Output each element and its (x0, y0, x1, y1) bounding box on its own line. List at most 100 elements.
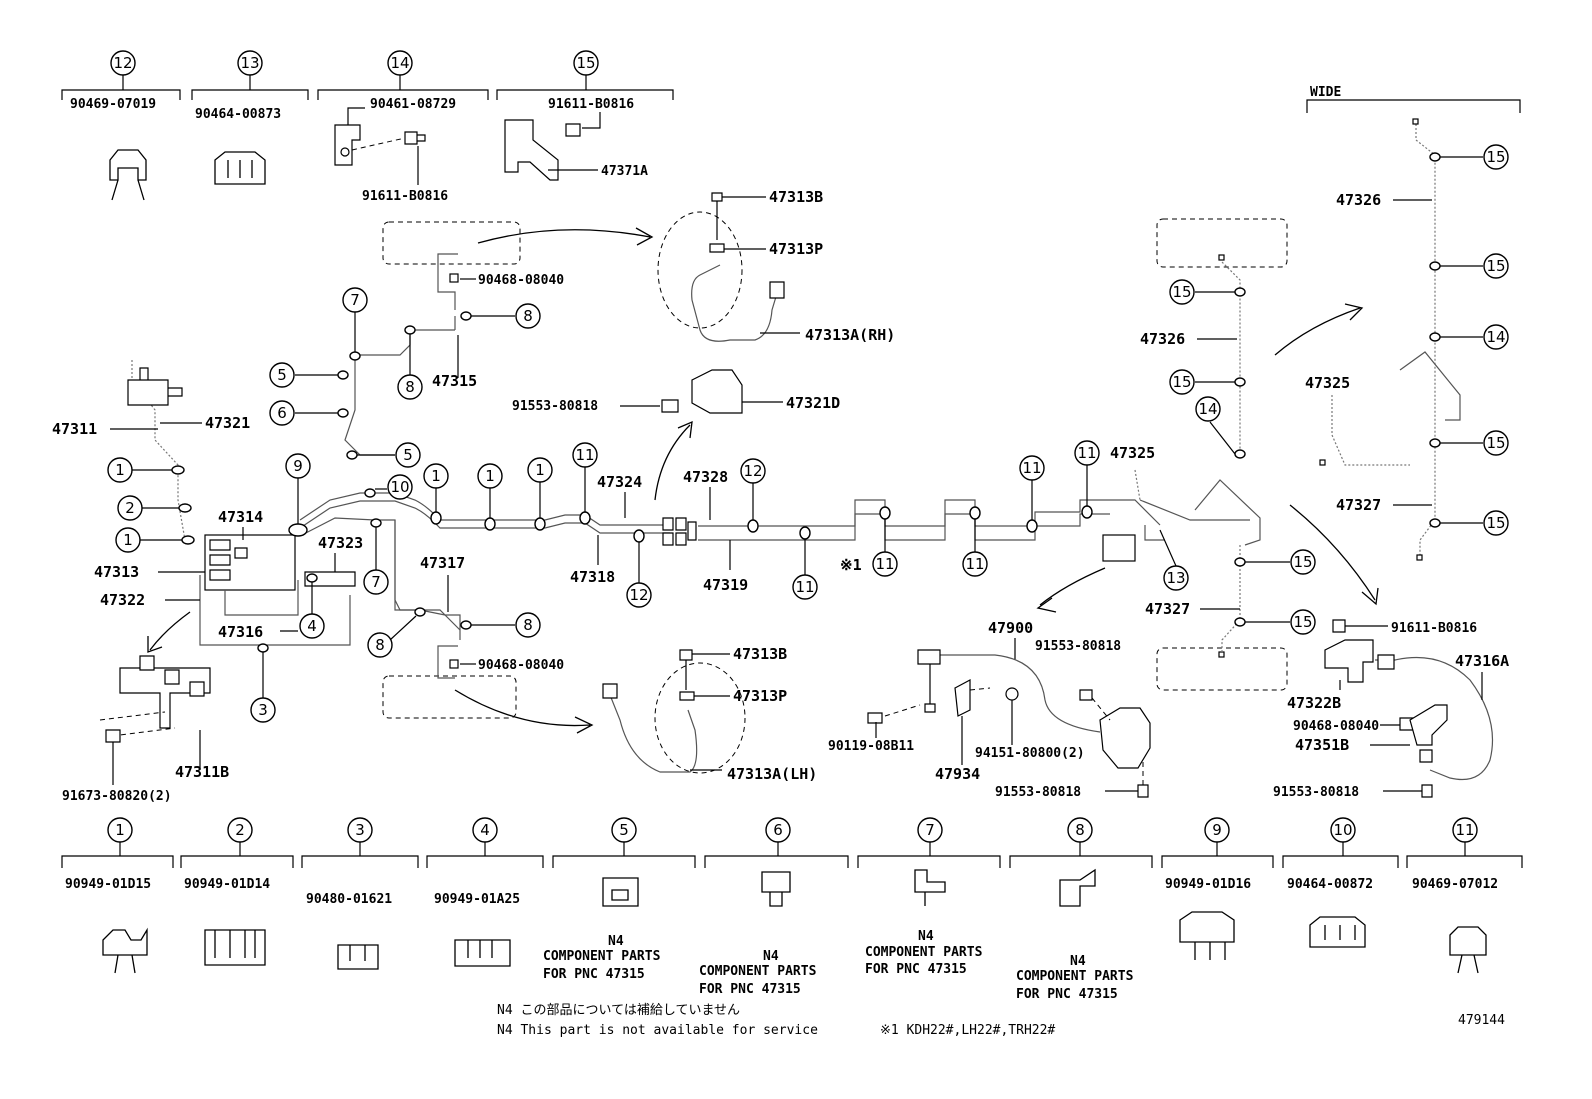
fittings-icon (209, 539, 248, 581)
callout-number: 13 (240, 54, 259, 72)
clip-point (484, 517, 496, 531)
fittings-icon (139, 655, 205, 697)
diagram-number: 479144 (1458, 1013, 1505, 1028)
header-bracket (61, 75, 181, 100)
detail-circle (657, 211, 743, 329)
callout-number: 2 (125, 499, 135, 517)
callout-number: 4 (307, 617, 317, 635)
bracket-47934-icon (954, 679, 971, 717)
part-number: 90119-08B11 (828, 739, 914, 754)
top-part-14[interactable]: 14 90461-08729 91611-B0816 (317, 50, 489, 204)
part-label-47900: 47900 (988, 619, 1033, 637)
callout-circle (527, 457, 553, 483)
bolt-icon (679, 649, 693, 661)
main-line-a (299, 492, 670, 526)
part-note: COMPONENT PARTS (543, 949, 661, 964)
rear-junction (1194, 479, 1261, 546)
bottom-part-8[interactable]: 8 N4 COMPONENT PARTS FOR PNC 47315 (1009, 817, 1153, 1002)
part-47321D-group: 91553-80818 47321D (512, 369, 840, 501)
bottom-part-2[interactable]: 2 90949-01D14 (180, 817, 294, 966)
bolt-icon (105, 729, 121, 743)
header-bracket (191, 75, 309, 100)
rear-junction-feed (1139, 499, 1250, 521)
part-label-47315: 47315 (432, 372, 477, 390)
clip-point (288, 523, 308, 537)
callout-circle (626, 582, 652, 608)
tube-end-icon (1218, 651, 1225, 658)
clip-icon (761, 871, 791, 907)
bottom-part-4[interactable]: 4 90949-01A25 (426, 817, 544, 967)
bolt-icon (711, 192, 723, 202)
callout-number: 15 (1172, 373, 1191, 391)
callout-number: 1 (115, 461, 125, 479)
leader-line (1209, 421, 1236, 455)
bottom-part-1[interactable]: 1 90949-01D15 (61, 817, 174, 974)
tube-47317-route (394, 520, 461, 640)
callout-number: 1 (535, 461, 545, 479)
callout-circle (1483, 510, 1509, 536)
clamp-icon (334, 124, 361, 166)
callout-circle (423, 463, 449, 489)
sensor-link-icon (917, 649, 941, 713)
top-part-13[interactable]: 13 90464-00873 (191, 50, 309, 185)
callout-number: 7 (925, 821, 935, 839)
top-part-12[interactable]: 12 90469-07019 (61, 50, 181, 201)
callout-circle (1169, 369, 1195, 395)
callout-circle (269, 362, 295, 388)
part-number: N4 (918, 929, 934, 944)
clip-point (337, 408, 349, 418)
callout-number: 8 (375, 636, 385, 654)
valve-body-icon (1099, 707, 1151, 769)
footnote-japanese: N4 この部品については補給していません (497, 1003, 740, 1018)
part-number: 91611-B0816 (362, 189, 448, 204)
clip-icon (102, 927, 148, 974)
clip-point (181, 535, 195, 545)
assembly-line (99, 711, 176, 737)
part-label-47311B: 47311B (175, 763, 229, 781)
load-valve-icon (1102, 534, 1136, 562)
bottom-part-7[interactable]: 7 N4 COMPONENT PARTS FOR PNC 47315 (857, 817, 1001, 977)
bottom-part-3[interactable]: 3 90480-01621 (301, 817, 419, 970)
callout-number: 15 (1486, 434, 1505, 452)
arrow-icon (1036, 567, 1106, 613)
part-number: 90468-08040 (478, 658, 564, 673)
callout-number: 15 (1486, 257, 1505, 275)
callout-number: 14 (1486, 328, 1505, 346)
part-label-47313P: 47313P (769, 240, 823, 258)
arrow-icon (147, 611, 191, 653)
clip-point (337, 370, 349, 380)
main-callouts: 1 2 1 9 5 6 5 7 8 (107, 287, 1189, 723)
callout-number: 11 (875, 555, 894, 573)
bottom-part-9[interactable]: 9 90949-01D16 (1161, 817, 1274, 960)
bottom-part-5[interactable]: 5 N4 COMPONENT PARTS FOR PNC 47315 (543, 817, 696, 982)
clip-point (1429, 152, 1441, 162)
part-label-47313P: 47313P (733, 687, 787, 705)
callout-number: 11 (1455, 821, 1474, 839)
clip-icon (337, 944, 379, 970)
clip-point (460, 311, 472, 321)
bottom-part-6[interactable]: 6 N4 COMPONENT PARTS FOR PNC 47315 (699, 817, 849, 997)
callout-number: 1 (123, 531, 133, 549)
callout-circle (1163, 565, 1189, 591)
bracket-47311B-icon (119, 667, 211, 729)
part-number: 91553-80818 (1273, 785, 1359, 800)
bottom-part-10[interactable]: 10 90464-00872 (1282, 817, 1399, 948)
callout-number: 14 (1198, 400, 1217, 418)
callout-circle (1019, 455, 1045, 481)
top-part-15[interactable]: 15 91611-B0816 47371A (496, 50, 674, 181)
washer-icon (679, 691, 695, 701)
part-label-47313A-lh: 47313A(LH) (727, 765, 817, 783)
part-label-47328: 47328 (683, 468, 728, 486)
bolt-icon (1079, 689, 1093, 701)
callout-number: 7 (350, 291, 360, 309)
bottom-part-11[interactable]: 11 90469-07012 (1406, 817, 1523, 974)
header-bracket (426, 842, 544, 868)
callout-circle (792, 574, 818, 600)
bracket-icon (504, 119, 559, 181)
leader-line (389, 615, 417, 641)
part-note: COMPONENT PARTS (699, 964, 817, 979)
clip-point (1234, 449, 1246, 459)
clip-point (364, 488, 376, 498)
rear-line (698, 499, 1161, 527)
